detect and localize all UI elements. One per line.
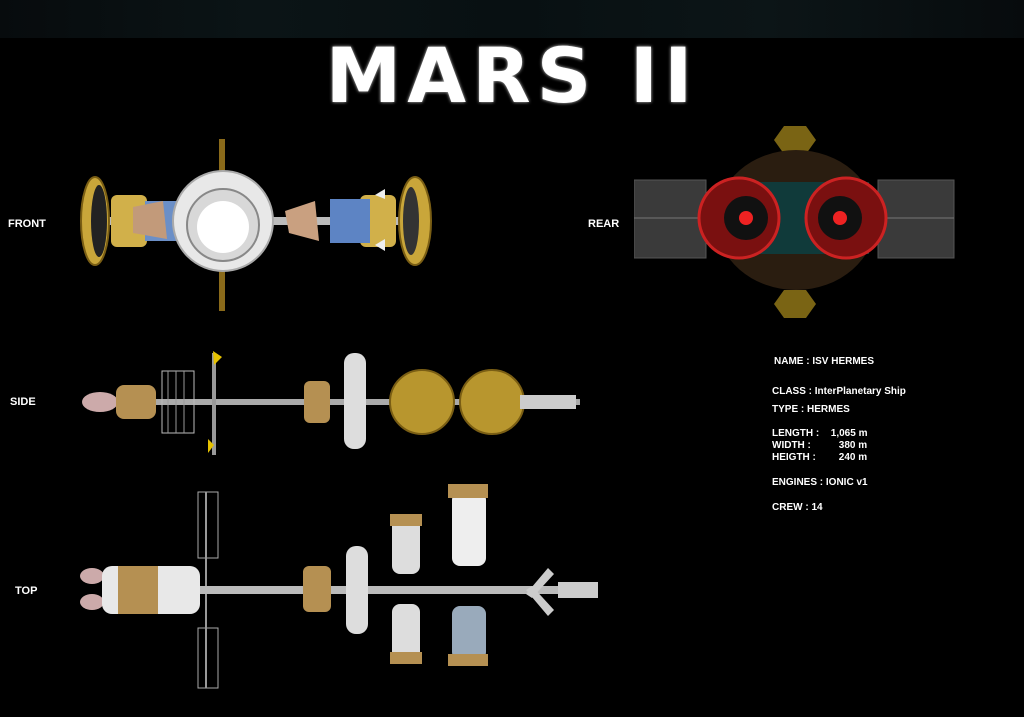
spec-length: LENGTH : 1,065 m (772, 428, 867, 439)
spec-heigth: HEIGTH : 240 m (772, 452, 867, 463)
spec-engines: ENGINES : IONIC v1 (772, 477, 868, 488)
view-label-rear: REAR (588, 218, 620, 230)
spec-heigth-label: HEIGTH : (772, 452, 816, 463)
spec-width: WIDTH : 380 m (772, 440, 867, 451)
spec-width-label: WIDTH : (772, 440, 811, 451)
spec-name: NAME : ISV HERMES (774, 356, 875, 367)
ship-top-view (80, 484, 598, 689)
view-label-top: TOP (15, 585, 38, 597)
spec-type: TYPE : HERMES (772, 404, 850, 415)
view-label-side: SIDE (10, 396, 36, 408)
ship-rear-view (634, 126, 955, 318)
top-band (0, 0, 1024, 38)
view-label-front: FRONT (8, 218, 46, 230)
spec-crew: CREW : 14 (772, 502, 823, 513)
ship-side-view (82, 351, 580, 455)
spec-heigth-value: 240 m (838, 452, 868, 463)
spec-width-value: 380 m (838, 440, 868, 451)
ship-front-view (80, 139, 432, 311)
spec-class: CLASS : InterPlanetary Ship (772, 386, 906, 397)
spec-length-value: 1,065 m (830, 428, 868, 439)
spec-length-label: LENGTH : (772, 428, 820, 439)
page-title: MARS II (325, 31, 699, 120)
